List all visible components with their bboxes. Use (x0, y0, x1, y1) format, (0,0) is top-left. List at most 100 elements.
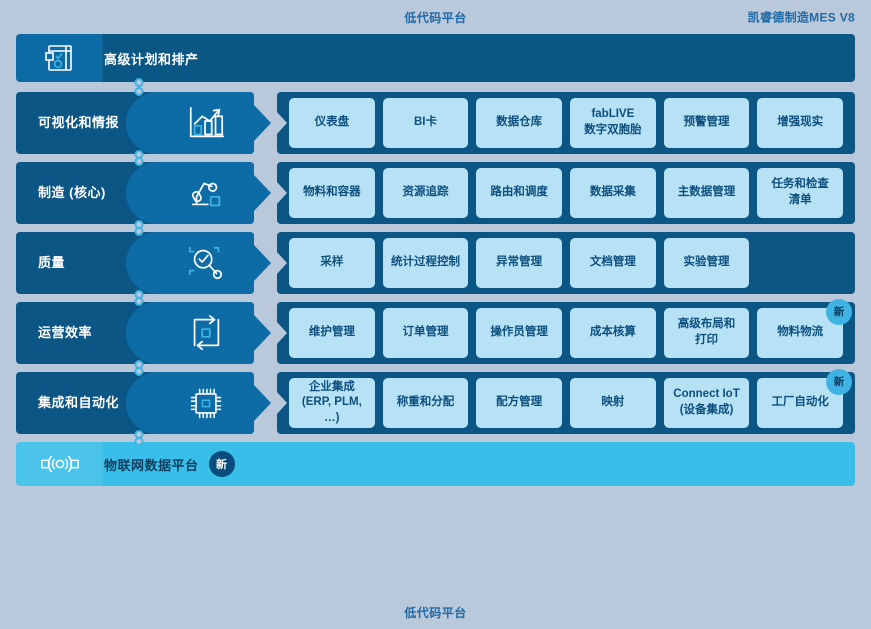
module-card[interactable]: 仪表盘 (289, 98, 375, 148)
module-card-label: 异常管理 (496, 256, 543, 269)
iot-platform-bar[interactable]: 物联网数据平台 新 (16, 442, 855, 486)
module-card-label: 维护管理 (308, 326, 355, 339)
card-placeholder (757, 238, 843, 288)
module-card-label: 物料物流 (777, 326, 824, 339)
row-operations: 运营效率维护管理订单管理操作员管理成本核算高级布局和打印物料物流新 (16, 299, 855, 376)
module-card[interactable]: 异常管理 (476, 238, 563, 288)
module-card-label: 数据仓库 (496, 116, 543, 129)
connector-visualization (134, 150, 144, 166)
new-badge: 新 (826, 369, 853, 395)
new-badge: 新 (826, 299, 853, 325)
module-card[interactable]: 物料和容器 (289, 168, 375, 218)
module-card-label: 文档管理 (589, 256, 636, 269)
module-card[interactable]: 增强现实 (757, 98, 844, 148)
cycle-square-icon (158, 313, 254, 353)
module-card-label: 路由和调度 (490, 186, 548, 199)
module-card-label: 数据采集 (589, 186, 636, 199)
module-card[interactable]: 路由和调度 (476, 168, 563, 218)
category-label: 制造 (核心) (38, 185, 106, 201)
module-card[interactable]: 主数据管理 (663, 168, 750, 218)
module-card[interactable]: 配方管理 (476, 378, 563, 428)
module-card-label: 主数据管理 (677, 186, 736, 199)
module-card-label: 预警管理 (683, 116, 730, 129)
module-card[interactable]: Connect IoT(设备集成) (663, 378, 750, 428)
chip-icon (158, 384, 254, 422)
iot-target-icon (16, 442, 104, 486)
connector-quality (134, 290, 144, 306)
card-strip-quality: 采样 统计过程控制 异常管理 文档管理 实验管理 (277, 232, 855, 294)
module-card-label: 操作员管理 (490, 326, 548, 339)
module-card[interactable]: 数据采集 (570, 168, 656, 218)
connector-dot (134, 367, 144, 376)
module-card-label: 成本核算 (589, 326, 636, 339)
connector-manufacturing (134, 220, 144, 236)
card-strip-manufacturing: 物料和容器 资源追踪 路由和调度 数据采集 主数据管理 任务和检查清单 (277, 162, 855, 224)
module-card[interactable]: 订单管理 (382, 308, 469, 358)
module-card[interactable]: 资源追踪 (382, 168, 469, 218)
module-card[interactable]: BI卡 (382, 98, 469, 148)
connector-dot (134, 297, 144, 306)
module-card[interactable]: 映射 (570, 378, 656, 428)
module-card-label: 配方管理 (496, 396, 543, 409)
category-arrow-icon (253, 314, 271, 352)
module-card[interactable]: 成本核算 (570, 308, 656, 358)
module-card[interactable]: 文档管理 (570, 238, 656, 288)
module-card[interactable]: 实验管理 (663, 238, 750, 288)
module-card[interactable]: 工厂自动化新 (757, 369, 853, 428)
iot-new-badge: 新 (208, 451, 235, 477)
iot-platform-label: 物联网数据平台 (104, 457, 199, 473)
category-label: 质量 (38, 255, 66, 271)
category-integration[interactable]: 集成和自动化 (16, 372, 271, 434)
module-card-label: BI卡 (414, 116, 437, 129)
category-label: 可视化和情报 (38, 115, 120, 131)
row-advanced-planning: 高级计划和排产 (16, 34, 855, 96)
row-manufacturing: 制造 (核心) 物料和容器 资源追踪 路由和调度 数据采集 主数据管理 任务和检查清单 (16, 162, 855, 236)
module-card[interactable]: 物料物流新 (757, 299, 853, 358)
module-card-label: 采样 (320, 256, 344, 269)
category-operations[interactable]: 运营效率 (16, 302, 271, 364)
module-card[interactable]: 采样 (289, 238, 375, 288)
advanced-planning-bar[interactable]: 高级计划和排产 (16, 34, 855, 82)
module-card-label: 增强现实 (777, 116, 824, 129)
bar-chart-growth-icon (158, 103, 254, 143)
connector-dot (134, 157, 144, 166)
category-fill (16, 162, 254, 224)
module-card[interactable]: 高级布局和打印 (663, 308, 750, 358)
category-fill (16, 232, 254, 294)
module-card[interactable]: 任务和检查清单 (757, 168, 844, 218)
module-card[interactable]: 统计过程控制 (382, 238, 469, 288)
category-quality[interactable]: 质量 (16, 232, 271, 294)
category-arrow-icon (253, 104, 271, 142)
module-card[interactable]: 企业集成(ERP, PLM, …) (289, 378, 375, 428)
planning-board-icon (16, 34, 104, 82)
card-strip-operations: 维护管理订单管理操作员管理成本核算高级布局和打印物料物流新 (277, 299, 855, 364)
connector-aps (134, 78, 144, 96)
connector-dot (134, 227, 144, 236)
category-arrow-icon (253, 174, 271, 212)
connector-dot (134, 437, 144, 446)
magnifier-check-icon (158, 243, 254, 283)
row-quality: 质量 采样 统计过程控制 异常管理 文档管理 实验管理 (16, 232, 855, 306)
category-arrow-icon (253, 384, 271, 422)
category-fill (16, 372, 254, 434)
module-card-label: 映射 (601, 396, 625, 409)
module-card[interactable]: 操作员管理 (476, 308, 563, 358)
category-manufacturing[interactable]: 制造 (核心) (16, 162, 271, 224)
category-visualization[interactable]: 可视化和情报 (16, 92, 271, 154)
module-card-label: 仪表盘 (314, 116, 350, 129)
product-title: 凯睿德制造MES V8 (747, 10, 855, 25)
connector-integration (134, 430, 144, 446)
module-card[interactable]: 维护管理 (289, 308, 375, 358)
module-card[interactable]: 称重和分配 (382, 378, 469, 428)
header-strip: 低代码平台 凯睿德制造MES V8 (0, 0, 871, 34)
card-strip-integration: 企业集成(ERP, PLM, …)称重和分配 配方管理 映射 Connect IoT(… (277, 369, 855, 434)
module-card[interactable]: 预警管理 (663, 98, 750, 148)
robot-arm-icon (158, 173, 254, 213)
module-card-label: 资源追踪 (402, 186, 449, 199)
module-card[interactable]: 数据仓库 (476, 98, 563, 148)
module-card-label: Connect IoT(设备集成) (673, 388, 740, 416)
